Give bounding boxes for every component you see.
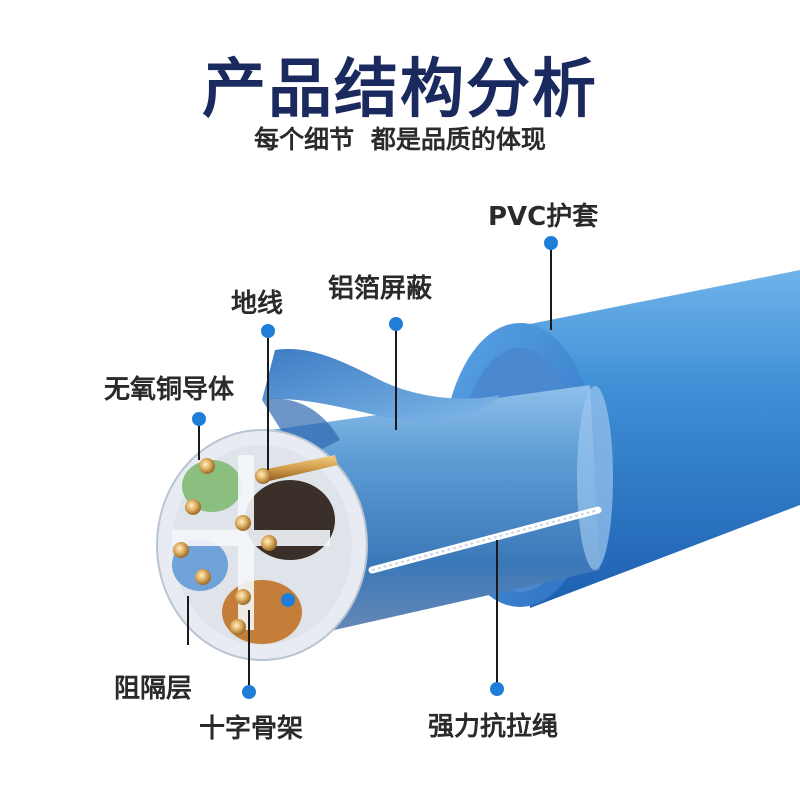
pointer-dot-pvc — [544, 236, 558, 250]
ground-wire — [255, 455, 338, 484]
subtitle-part1: 每个细节 — [254, 125, 355, 154]
pointer-dot-conductor — [192, 412, 206, 426]
subtitle-part2: 都是品质的体现 — [370, 125, 546, 154]
page-subtitle: 每个细节 都是品质的体现 — [0, 120, 800, 156]
pointer-dot-separator — [281, 593, 295, 607]
label-pvc-jacket: PVC护套 — [488, 202, 599, 232]
pointer-lines — [187, 245, 552, 690]
label-cross-skeleton: 十字骨架 — [199, 714, 304, 744]
cross-skeleton — [172, 455, 330, 630]
pointer-dot-foil — [389, 317, 403, 331]
pointer-dot-ground — [261, 324, 275, 338]
label-conductor: 无氧铜导体 — [104, 375, 235, 405]
pointer-dot-skeleton — [242, 685, 256, 699]
pointer-dot-ripcord — [490, 682, 504, 696]
copper-conductors — [173, 458, 277, 635]
page-title: 产品结构分析 — [202, 53, 598, 127]
label-rip-cord: 强力抗拉绳 — [428, 712, 559, 742]
label-foil-shield: 铝箔屏蔽 — [328, 274, 433, 304]
label-ground-wire: 地线 — [231, 289, 284, 319]
label-separator-layer: 阻隔层 — [114, 674, 193, 704]
cable-end-face — [156, 429, 368, 661]
